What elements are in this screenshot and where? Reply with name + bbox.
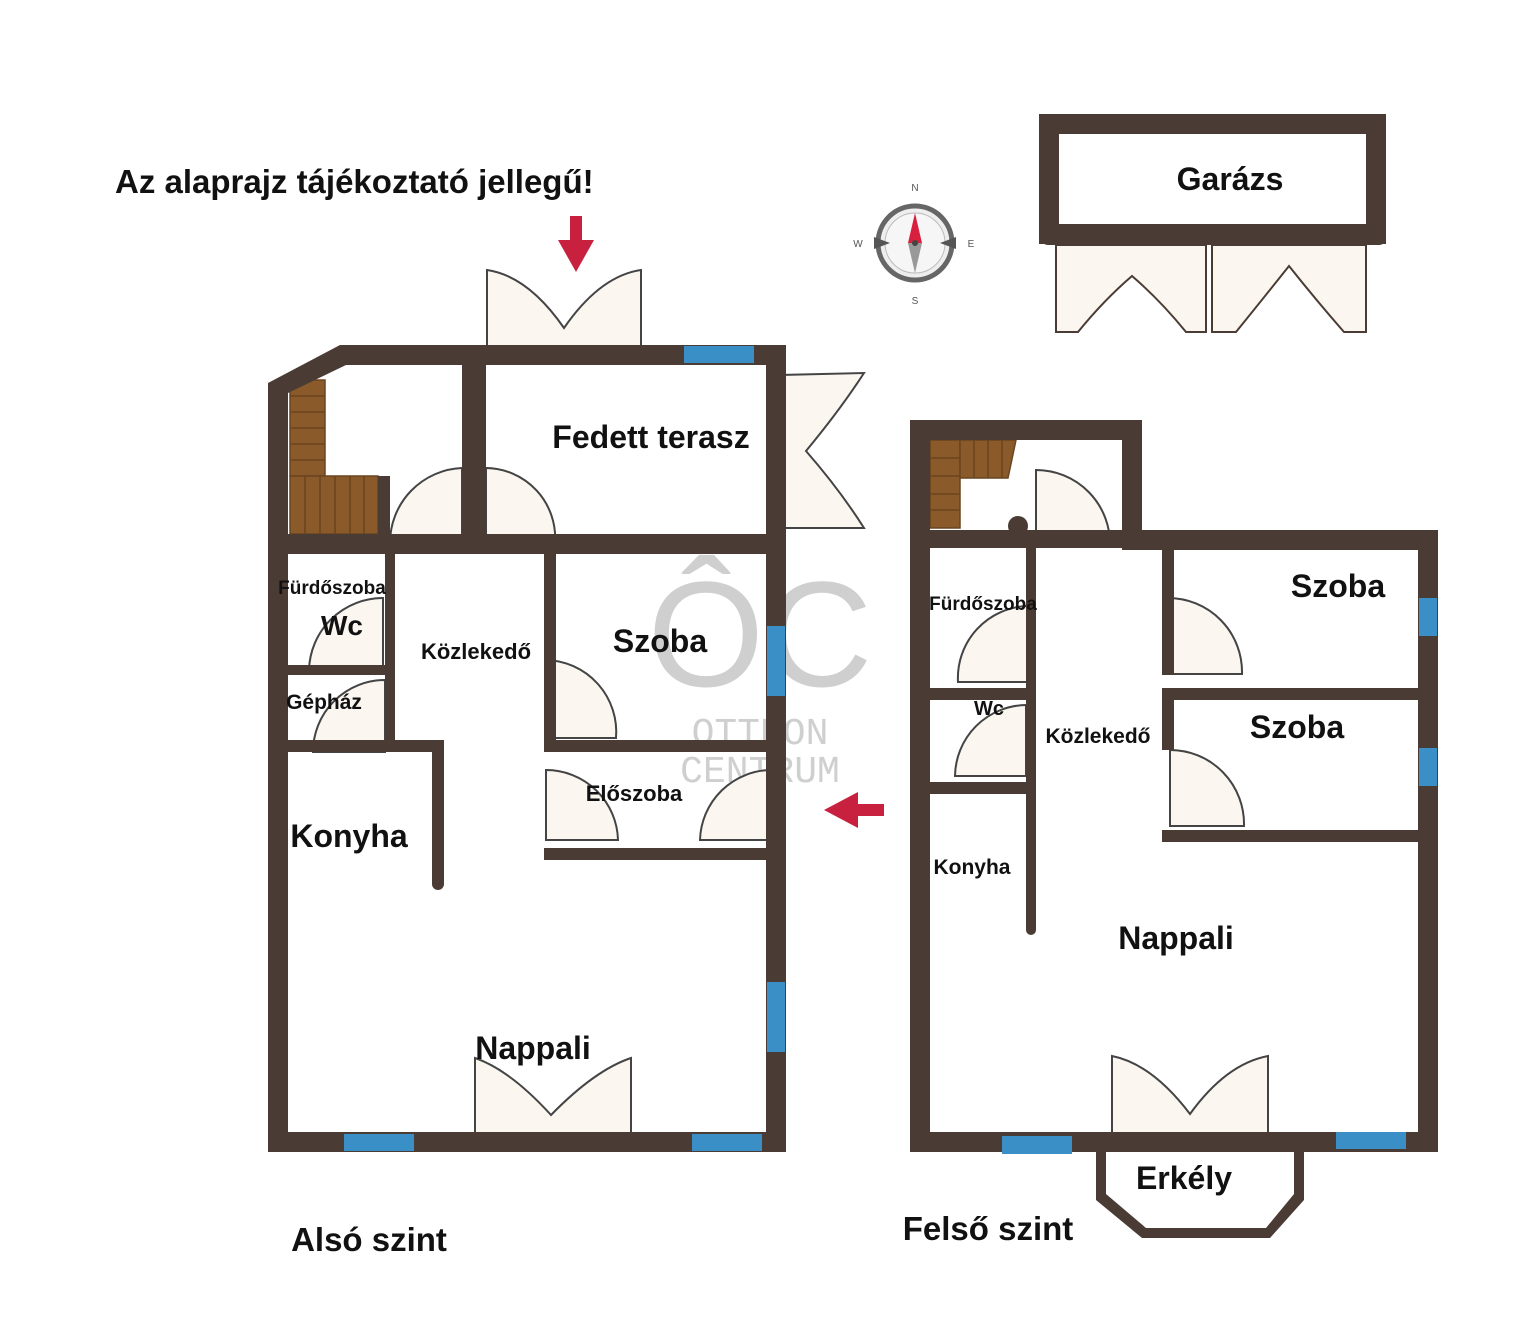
upper-living-label: Nappali: [1118, 920, 1234, 956]
upper-bathroom-label: Fürdőszoba: [929, 594, 1037, 615]
upper-corridor-label: Közlekedő: [1045, 725, 1150, 748]
upper-balcony-label: Erkély: [1136, 1160, 1232, 1196]
upper-stairs: [929, 439, 1017, 529]
lower-wc-label: Wc: [321, 610, 363, 641]
compass-w-label: W: [853, 239, 863, 250]
lower-stairs: [289, 379, 379, 535]
lower-floor-title: Alsó szint: [291, 1221, 447, 1258]
lower-boiler-label: Gépház: [286, 691, 362, 714]
lower-living-label: Nappali: [475, 1030, 591, 1066]
compass-s-label: S: [912, 296, 919, 307]
upper-kitchen-label: Konyha: [933, 856, 1010, 879]
upper-room2-label: Szoba: [1250, 709, 1344, 745]
compass-e-label: E: [968, 239, 975, 250]
compass-icon: N S E W: [853, 183, 974, 307]
garage: Garázs: [1039, 114, 1386, 333]
watermark-logo: ÔC OTTHON CENTRUM: [648, 550, 873, 794]
lower-bathroom-label: Fürdőszoba: [278, 578, 386, 599]
connection-arrow-icon: [824, 792, 884, 828]
watermark-logo-text: ÔC: [648, 550, 873, 718]
compass-n-label: N: [911, 183, 918, 194]
upper-floor-title: Felső szint: [903, 1210, 1074, 1247]
lower-hall-label: Előszoba: [586, 781, 683, 806]
upper-floor: Szoba Szoba Fürdőszoba Wc Közlekedő Kony…: [903, 420, 1438, 1247]
lower-kitchen-label: Konyha: [290, 818, 408, 854]
upper-room1-label: Szoba: [1291, 568, 1385, 604]
upper-wc-label: Wc: [974, 698, 1004, 720]
disclaimer-text: Az alaprajz tájékoztató jellegű!: [115, 163, 594, 200]
lower-room-label: Szoba: [613, 623, 707, 659]
lower-terrace-label: Fedett terasz: [552, 419, 749, 455]
lower-floor: Fedett terasz Fürdőszoba Wc Közlekedő Sz…: [268, 268, 866, 1258]
garage-label: Garázs: [1177, 161, 1284, 197]
lower-corridor-label: Közlekedő: [421, 639, 531, 664]
entrance-arrow-icon: [558, 216, 594, 272]
